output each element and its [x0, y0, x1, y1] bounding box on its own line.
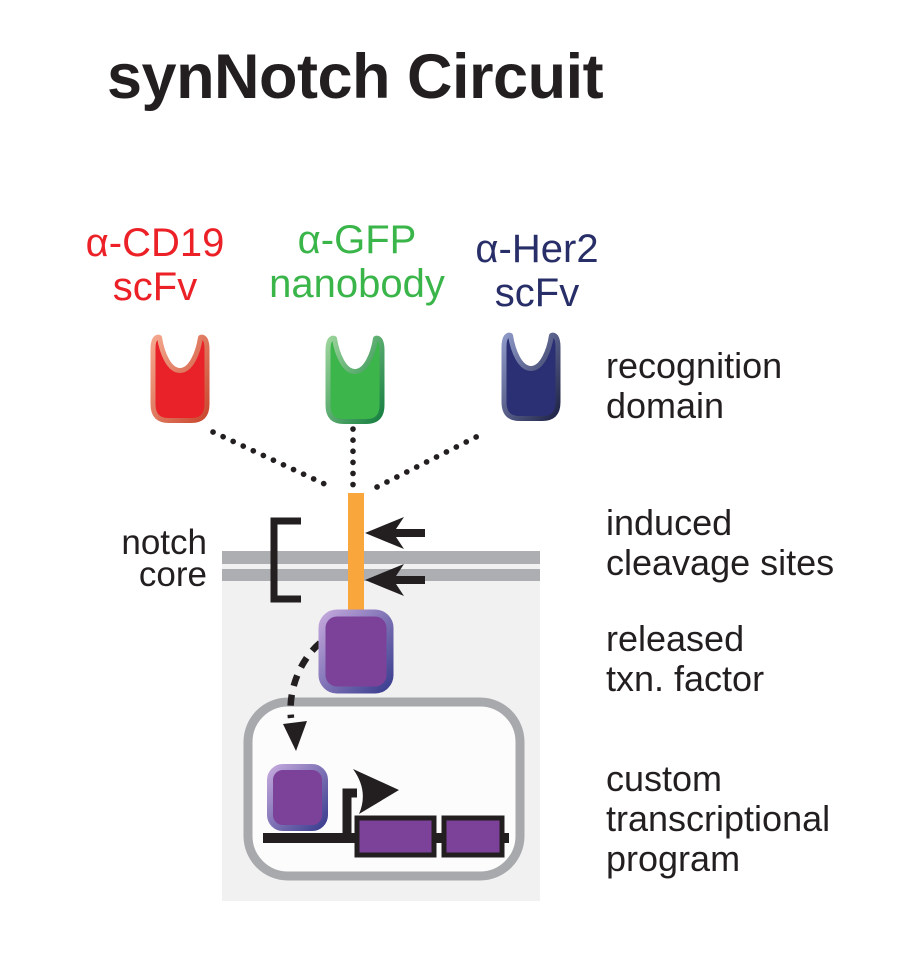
notch-core-bracket	[270, 517, 301, 603]
annotation-cleavage-line1: induced	[606, 502, 733, 543]
label-anti-her2-line2: scFv	[494, 271, 580, 315]
promoter-arrow-stem	[342, 788, 357, 840]
annotation-program-line3: program	[606, 838, 741, 879]
nuclear-import-arrow	[287, 640, 323, 719]
notch-core-label-line2: core	[138, 555, 207, 594]
dotted-link-left	[210, 429, 334, 490]
cleavage-arrow-upper-icon	[365, 517, 425, 549]
gfp-recognition-domain-icon	[325, 335, 385, 424]
notch-core-label: notch core	[57, 523, 207, 594]
label-anti-cd19-scfv: α-CD19 scFv	[25, 221, 285, 309]
annotation-released-line2: txn. factor	[606, 658, 765, 699]
nuclear-txn-factor-icon	[267, 764, 328, 831]
label-anti-gfp-line2: nanobody	[269, 262, 445, 306]
annotation-custom-program: custom transcriptional program	[606, 759, 830, 879]
label-anti-gfp-line1: α-GFP	[297, 218, 417, 262]
annotation-induced-cleavage-sites: induced cleavage sites	[606, 503, 834, 583]
annotation-recognition-line1: recognition	[606, 345, 783, 386]
notch-core-bar	[348, 493, 364, 620]
gene-box-2	[441, 815, 505, 858]
promoter-arrowhead-icon	[353, 769, 399, 814]
label-anti-her2-scfv: α-Her2 scFv	[407, 227, 667, 315]
cd19-recognition-domain-icon	[150, 334, 210, 423]
annotation-recognition-line2: domain	[606, 385, 725, 426]
membrane-upper-bar	[222, 551, 540, 564]
gene-box-1	[354, 815, 437, 858]
figure-title: synNotch Circuit	[107, 42, 604, 112]
label-anti-her2-line1: α-Her2	[475, 227, 599, 271]
label-anti-cd19-line2: scFv	[112, 265, 198, 309]
dotted-link-right	[374, 431, 485, 490]
released-txn-factor-icon	[318, 609, 394, 694]
annotation-released-txn-factor: released txn. factor	[606, 619, 764, 699]
nuclear-import-arrowhead-icon	[283, 721, 307, 751]
label-anti-cd19-line1: α-CD19	[85, 221, 225, 265]
her2-recognition-domain-icon	[501, 332, 561, 421]
cleavage-arrow-lower-icon	[365, 564, 425, 596]
label-anti-gfp-nanobody: α-GFP nanobody	[227, 218, 487, 306]
annotation-released-line1: released	[606, 618, 745, 659]
annotation-recognition-domain: recognition domain	[606, 346, 782, 426]
annotation-cleavage-line2: cleavage sites	[606, 542, 835, 583]
annotation-program-line2: transcriptional	[606, 798, 831, 839]
notch-core-label-line1: notch	[121, 523, 207, 562]
annotation-program-line1: custom	[606, 758, 723, 799]
